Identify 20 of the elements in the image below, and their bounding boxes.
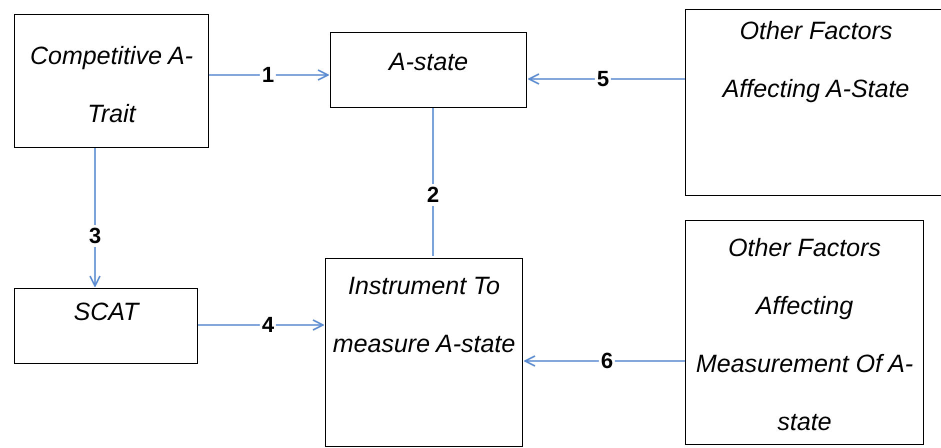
box-text: Other Factors Affecting Measurement Of A-state <box>694 233 914 438</box>
text-box <box>325 258 523 447</box>
text-box <box>685 9 941 196</box>
box-text: Other Factors Affecting A-State <box>720 16 910 105</box>
text-box <box>14 288 198 364</box>
box-text: A-state <box>386 47 470 78</box>
edge-label: 2 <box>424 184 442 206</box>
text-box <box>330 32 527 108</box>
arrow <box>89 148 101 287</box>
arrow <box>528 73 685 85</box>
edge-label: 3 <box>86 225 104 247</box>
box-text: Instrument To measure A-state <box>332 271 516 360</box>
connector-line <box>432 108 434 256</box>
arrow <box>198 319 324 331</box>
arrow <box>524 355 685 367</box>
box-text: SCAT <box>72 297 141 328</box>
arrow <box>209 69 329 81</box>
text-box <box>14 14 209 148</box>
text-box <box>685 220 924 445</box>
box-text: Competitive A-Trait <box>28 41 194 130</box>
